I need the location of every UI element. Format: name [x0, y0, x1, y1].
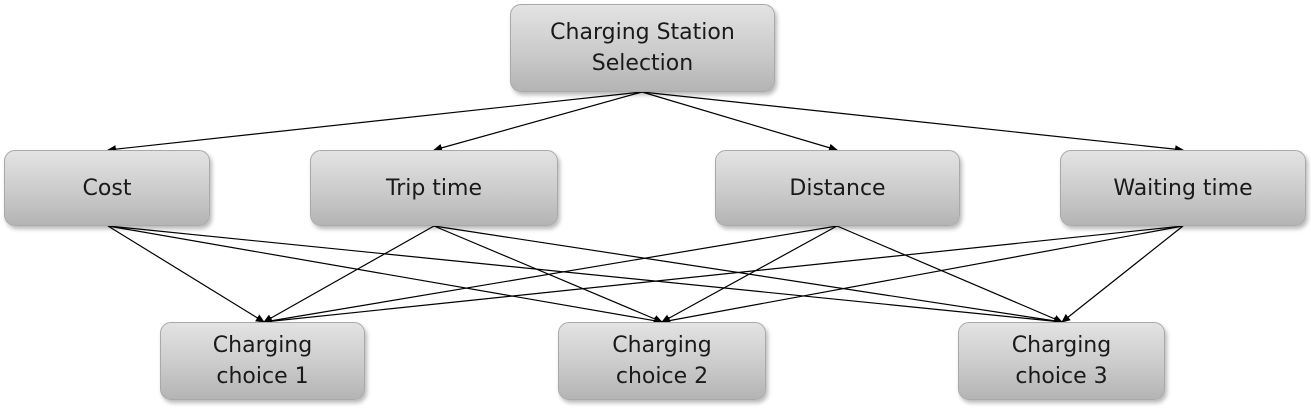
criterion-node-trip-time: Trip time: [310, 150, 558, 226]
choice-2-label-line1: Charging: [612, 333, 712, 358]
choice-1-label-line2: choice 1: [216, 364, 309, 389]
edge-distance-to-choice-1: [263, 225, 838, 325]
criterion-label-trip-time: Trip time: [385, 175, 483, 201]
edge-root-to-trip-time: [433, 91, 643, 152]
edge-cost-to-choice-3: [107, 225, 1063, 326]
edge-trip-time-to-choice-3: [433, 225, 1063, 325]
edge-cost-to-choice-2: [107, 225, 663, 325]
root-node-label-line2: Selection: [591, 51, 694, 76]
choice-3-label-line1: Charging: [1011, 333, 1112, 358]
edge-waiting-time-to-choice-3: [1061, 225, 1184, 323]
criterion-label-distance: Distance: [789, 175, 886, 201]
criterion-node-cost: Cost: [4, 150, 210, 226]
choice-node-2: Charging choice 2: [558, 322, 766, 400]
edge-distance-to-choice-3: [836, 225, 1063, 323]
edge-cost-to-choice-1: [107, 225, 265, 323]
root-node-label-line1: Charging Station: [550, 20, 735, 45]
criterion-label-waiting-time: Waiting time: [1113, 175, 1253, 201]
edge-waiting-time-to-choice-2: [661, 225, 1184, 325]
choice-2-label-line2: choice 2: [615, 364, 709, 389]
choice-3-label-line2: choice 3: [1015, 364, 1108, 389]
choice-node-3: Charging choice 3: [958, 322, 1165, 400]
choice-1-label-line1: Charging: [212, 333, 313, 358]
edge-trip-time-to-choice-1: [263, 225, 435, 323]
edge-root-to-waiting-time: [641, 91, 1184, 154]
edge-waiting-time-to-choice-1: [263, 225, 1184, 326]
root-node-charging-station-selection: Charging Station Selection: [510, 4, 775, 92]
choice-node-1: Charging choice 1: [160, 322, 365, 400]
criterion-label-cost: Cost: [82, 175, 132, 201]
edge-distance-to-choice-2: [661, 225, 838, 323]
criterion-node-distance: Distance: [715, 150, 960, 226]
criterion-node-waiting-time: Waiting time: [1060, 150, 1306, 226]
edge-root-to-cost: [107, 91, 643, 154]
edge-root-to-distance: [641, 91, 838, 152]
